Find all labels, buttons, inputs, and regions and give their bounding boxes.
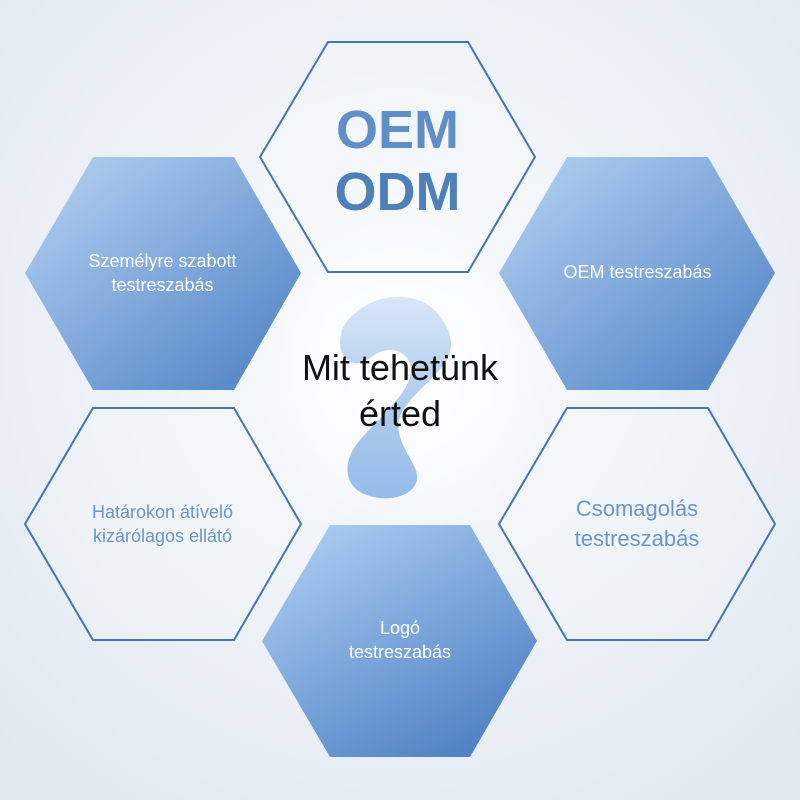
oem-title: OEM bbox=[335, 99, 459, 160]
hex-oem-odm-title: OEM ODM bbox=[265, 88, 530, 233]
hex-cross-border-label: Határokon átívelő kizárólagos ellátó bbox=[91, 502, 234, 546]
center-glow bbox=[255, 235, 555, 535]
hex-personal-customization-label: Személyre szabott testreszabás bbox=[88, 251, 237, 295]
hex-logo-label: Logó testreszabás bbox=[348, 618, 452, 662]
odm-title: ODM bbox=[334, 161, 461, 222]
hex-personal-customization bbox=[25, 157, 301, 390]
question-mark-icon bbox=[340, 296, 452, 499]
center-title: Mit tehetünk érted bbox=[301, 347, 499, 434]
hex-logo-customization bbox=[262, 525, 537, 757]
hex-oem-customization-label: OEM testreszabás bbox=[563, 262, 712, 282]
hex-packaging-label: Csomagolás testreszabás bbox=[574, 496, 700, 551]
hex-packaging-customization bbox=[497, 407, 777, 641]
hex-oem-odm bbox=[258, 41, 537, 273]
hex-oem-customization bbox=[499, 157, 775, 390]
hex-cross-border-supplier bbox=[23, 407, 303, 641]
